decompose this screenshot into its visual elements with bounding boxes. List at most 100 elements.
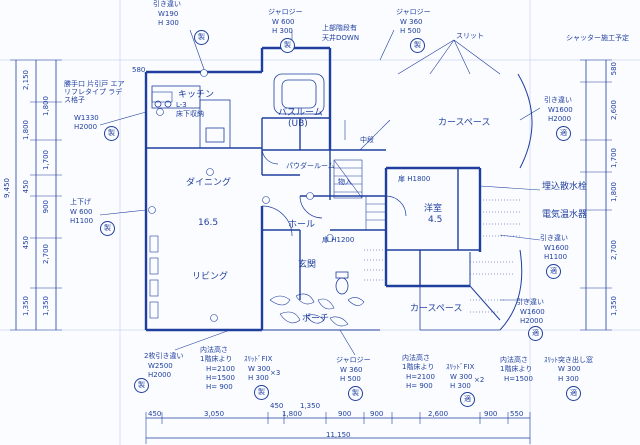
window-3-type: ジャロジー [396, 8, 431, 16]
dim-right-4: 2,700 [610, 240, 618, 261]
note3-a: 1階床より [500, 365, 533, 373]
window-6-mark: 適 [556, 126, 571, 141]
fix3-label: ｽﾘｯﾄ突き出し窓 [544, 356, 593, 364]
window-9-h: H2000 [148, 371, 172, 379]
powder-room-label: パウダールーム [286, 162, 335, 170]
dim-right-1: 2,600 [610, 100, 618, 121]
window-4-w: W1330 [74, 114, 99, 122]
ceiling-down-label: 天井DOWN [322, 34, 360, 42]
carport-bottom-label: カースペース [410, 304, 463, 314]
midstep-label: 中段 [360, 136, 374, 144]
kitchen-label: キッチン [178, 90, 215, 100]
shutter-label: シャッター施工予定 [566, 34, 629, 42]
dim-bottom-total: 11,150 [326, 431, 351, 439]
fix1-w: W 300 [248, 365, 271, 373]
note2-c: H= 900 [406, 382, 433, 390]
window-2-mark: 製 [280, 38, 295, 53]
dim-left-inner-0: 1,800 [42, 96, 50, 117]
note2-b: H=2100 [406, 373, 435, 381]
leader-lines [99, 29, 541, 356]
slit-label: スリット [456, 32, 484, 40]
jalousie-h: H 500 [340, 375, 361, 383]
western-area-label: 4.5 [428, 215, 443, 225]
dim-left-inner-1: 1,700 [42, 150, 50, 171]
dim-bottom-5: 900 [338, 410, 352, 418]
dim-left-mid-3: 450 [22, 236, 30, 250]
dim-left-inner-4: 1,350 [42, 296, 50, 317]
fix2-w: W 300 [450, 373, 473, 381]
living-label: リビング [192, 272, 229, 282]
note3-b: H=1500 [504, 375, 533, 383]
fix1-count: ×3 [270, 369, 281, 377]
dim-bottom-3: 1,800 [282, 410, 303, 418]
western-room-label: 洋室 [424, 204, 443, 214]
dim-bottom-1: 3,050 [204, 410, 225, 418]
bathroom-label: バスルーム [278, 108, 323, 118]
dim-left-outer: 9,450 [3, 178, 11, 199]
storage-label: 物入 [338, 178, 352, 186]
dining-label: ダイニング [186, 178, 232, 188]
dim-bottom-8: 900 [484, 410, 498, 418]
window-7-type: 引き違い [540, 234, 568, 242]
water-heater-label: 電気温水器 [542, 210, 588, 220]
window-9-type: 2枚引き違い [144, 352, 184, 360]
window-9-w: W2500 [148, 362, 173, 370]
kitchen-storage-label: 床下収納 [176, 110, 204, 118]
window-3-h: H 500 [400, 27, 421, 35]
window-6-w: W1600 [548, 106, 573, 114]
porch-stones [269, 293, 365, 327]
window-4-type: 勝手口 片引戸 エアリフレタイプ ラデス格子 [64, 80, 125, 104]
dim-bottom-9: 550 [510, 410, 524, 418]
window-9-mark: 製 [134, 378, 149, 393]
sprinkler-label: 埋込散水栓 [542, 182, 588, 192]
fix1-mark: 製 [254, 385, 269, 400]
note2-title: 内法高さ [402, 354, 430, 362]
window-8-type: 引き違い [516, 298, 544, 306]
dim-right-3: 1,800 [610, 182, 618, 203]
fix3-w: W 300 [558, 365, 581, 373]
fix2-h: H 300 [450, 382, 471, 390]
dim-right-0: 580 [610, 62, 618, 76]
door-height-label-2: 扉 H1200 [322, 236, 355, 244]
window-8-w: W1600 [520, 308, 545, 316]
dim-left-inner-2: 900 [42, 200, 50, 214]
dim-bottom-7: 2,600 [428, 410, 449, 418]
window-7-h: H1100 [544, 253, 568, 261]
size-580-label: 580 [132, 66, 146, 74]
fix2-mark: 適 [460, 392, 475, 407]
dim-bottom-0: 450 [148, 410, 162, 418]
note1-b: H=2100 [206, 365, 235, 373]
dim-left-mid-2: 450 [22, 180, 30, 194]
window-1-h: H 300 [158, 19, 179, 27]
note1-title: 内法高さ [200, 346, 228, 354]
dim-left-inner-3: 2,700 [42, 244, 50, 265]
outer-walls [144, 46, 482, 332]
window-8-h: H2000 [520, 317, 544, 325]
fix1-label: ｽﾘｯﾄﾞFIX [244, 355, 273, 363]
note1-c: H=1500 [206, 374, 235, 382]
upper-step-label: 上部階段有 [322, 24, 357, 32]
note1-d: H= 900 [206, 383, 233, 391]
kitchen-sub-label: L-3 [176, 101, 187, 109]
jalousie-w: W 360 [340, 366, 363, 374]
window-4-h: H2000 [74, 123, 98, 131]
bathroom-sub-label: (UB) [288, 119, 308, 129]
entrance-label: 玄関 [298, 260, 317, 270]
fix1-h: H 300 [248, 374, 269, 382]
dim-right-5: 1,350 [610, 296, 618, 317]
dim-right-2: 1,700 [610, 148, 618, 169]
door-height-label-1: 扉 H1800 [398, 175, 431, 183]
window-2-type: ジャロジー [268, 8, 303, 16]
stairs [333, 159, 387, 231]
window-7-mark: 適 [546, 264, 561, 279]
window-1-w: W190 [158, 10, 179, 18]
window-4-mark: 製 [104, 126, 119, 141]
porch-label: ポーチ [302, 314, 330, 324]
window-6-type: 引き違い [544, 96, 572, 104]
note1-a: 1階床より [200, 355, 233, 363]
window-5-mark: 製 [100, 221, 115, 236]
window-3-mark: 製 [410, 38, 425, 53]
window-2-w: W 600 [272, 18, 295, 26]
